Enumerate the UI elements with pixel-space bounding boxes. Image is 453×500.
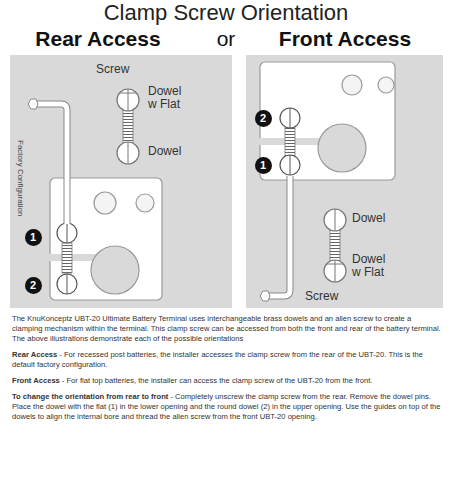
paragraph: Rear Access- For recessed post batteries… <box>12 350 442 370</box>
hex-key <box>28 99 67 224</box>
terminal-block <box>280 108 300 128</box>
run-in-heading: Rear Access <box>12 350 57 359</box>
body-text: - For recessed post batteries, the insta… <box>12 350 423 369</box>
paragraph: The KnuKonceptz UBT-20 Ultimate Battery … <box>12 314 442 344</box>
part-label: Dowel w Flat <box>148 85 190 111</box>
hex-key <box>260 291 270 301</box>
exploded-parts <box>128 142 129 164</box>
part-label: Screw <box>305 290 338 303</box>
config-panel: DowelDowel w FlatScrew 2 1 <box>246 55 443 308</box>
exploded-parts <box>117 142 139 164</box>
section-heading: Front Access <box>279 27 411 50</box>
terminal-block <box>290 108 291 128</box>
terminal-block <box>280 155 300 175</box>
paragraph: Front Access- For flat top batteries, th… <box>12 376 442 386</box>
side-note: Factory Configuration <box>15 140 24 216</box>
terminal-block <box>94 192 116 214</box>
terminal-block <box>57 223 77 243</box>
callout-circle: 2 <box>255 110 272 127</box>
hex-key <box>260 176 290 301</box>
run-in-heading: To change the orientation from rear to f… <box>12 392 168 401</box>
exploded-parts <box>324 209 346 231</box>
part-label: Dowel <box>148 145 181 158</box>
terminal-block <box>136 194 154 212</box>
hex-key <box>266 176 290 296</box>
terminal-block <box>260 62 395 180</box>
description-text: The KnuKonceptz UBT-20 Ultimate Battery … <box>12 314 442 428</box>
exploded-parts <box>335 209 336 231</box>
callout-number: 2 <box>260 113 266 124</box>
callout-number: 2 <box>30 280 36 291</box>
part-label: Dowel w Flat <box>352 253 394 279</box>
body-text: - For flat top batteries, the installer … <box>62 376 373 385</box>
callout-circle: 2 <box>25 277 42 294</box>
terminal-block <box>57 274 77 294</box>
callout-circle: 1 <box>255 157 272 174</box>
terminal-block <box>91 246 139 294</box>
terminal-block <box>285 126 295 156</box>
terminal-block <box>49 254 99 261</box>
terminal-block <box>67 223 68 243</box>
terminal-block <box>378 77 394 93</box>
hex-key <box>266 176 290 296</box>
exploded-parts <box>128 89 129 111</box>
exploded-parts <box>324 260 346 282</box>
paragraph: To change the orientation from rear to f… <box>12 392 442 422</box>
callout-number: 1 <box>260 160 266 171</box>
section-heading: Rear Access <box>35 27 160 50</box>
diagram-title: Clamp Screw Orientation <box>104 1 349 25</box>
panel-background <box>10 55 443 308</box>
panel-background <box>246 55 443 308</box>
callout-number: 1 <box>30 232 36 243</box>
hex-key <box>34 104 67 224</box>
terminal-block <box>67 274 68 294</box>
run-in-heading: Front Access <box>12 376 60 385</box>
panel-background <box>10 55 232 308</box>
exploded-parts <box>117 89 139 111</box>
terminal-block <box>342 75 362 95</box>
exploded-parts <box>117 89 139 164</box>
terminal-block <box>259 62 395 180</box>
hex-key <box>28 99 38 109</box>
exploded-parts <box>335 260 336 282</box>
exploded-parts <box>324 209 346 282</box>
terminal-block <box>290 155 291 175</box>
terminal-block <box>62 243 72 273</box>
body-text: The KnuKonceptz UBT-20 Ultimate Battery … <box>12 314 441 343</box>
exploded-parts <box>330 230 340 262</box>
terminal-block <box>318 124 366 172</box>
hex-key <box>34 104 67 224</box>
connector-word: or <box>217 27 236 50</box>
exploded-parts <box>123 110 133 143</box>
part-label: Screw <box>96 63 129 76</box>
callout-circle: 1 <box>25 229 42 246</box>
part-label: Dowel <box>352 212 385 225</box>
config-panel: ScrewDowel w FlatDowel Factory Configurat… <box>10 55 232 308</box>
